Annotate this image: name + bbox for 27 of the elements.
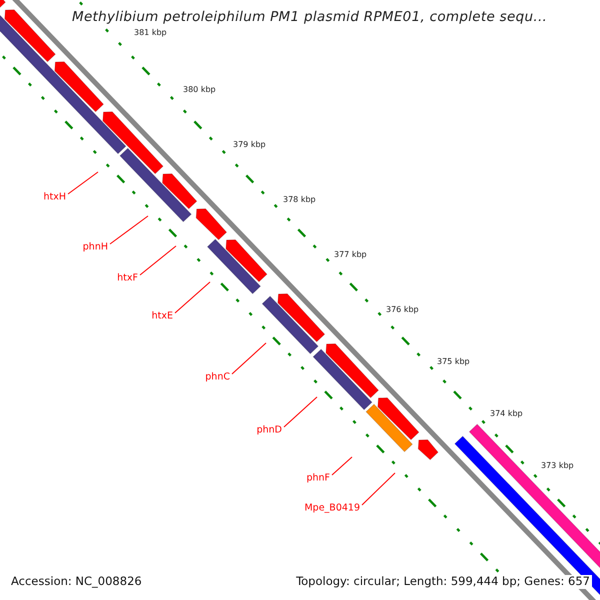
leader-line — [140, 246, 176, 276]
footer-text: Accession: NC_008826 — [9, 575, 144, 588]
leader-line — [284, 396, 318, 428]
scale-label: 379 kbp — [233, 141, 266, 149]
scale-label: 380 kbp — [183, 86, 216, 94]
scale-label: 378 kbp — [283, 196, 316, 204]
leader-line — [110, 216, 148, 244]
scale-label: 376 kbp — [386, 306, 419, 314]
gene-label: phnF — [306, 473, 330, 483]
leader-line — [232, 342, 266, 374]
footer-text: Topology: circular; Length: 599,444 bp; Genes: 657 — [294, 575, 592, 588]
scale-label: 373 kbp — [541, 462, 574, 470]
scale-label: 374 kbp — [490, 410, 523, 418]
gene-label: phnC — [205, 372, 230, 382]
gene-label: Mpe_B0419 — [304, 503, 360, 513]
leader-line — [68, 172, 98, 194]
leader-line — [362, 472, 396, 506]
gene-label: phnH — [82, 242, 108, 252]
scale-label: 377 kbp — [334, 251, 367, 259]
leader-line — [332, 456, 352, 476]
gene-label: htxH — [43, 192, 66, 202]
gene-label: phnD — [256, 425, 282, 435]
scale-label: 375 kbp — [437, 358, 470, 366]
scale-label: 381 kbp — [134, 29, 167, 37]
gene-label: htxF — [117, 273, 138, 283]
leader-line — [174, 282, 210, 314]
gene-label: htxE — [152, 311, 173, 321]
